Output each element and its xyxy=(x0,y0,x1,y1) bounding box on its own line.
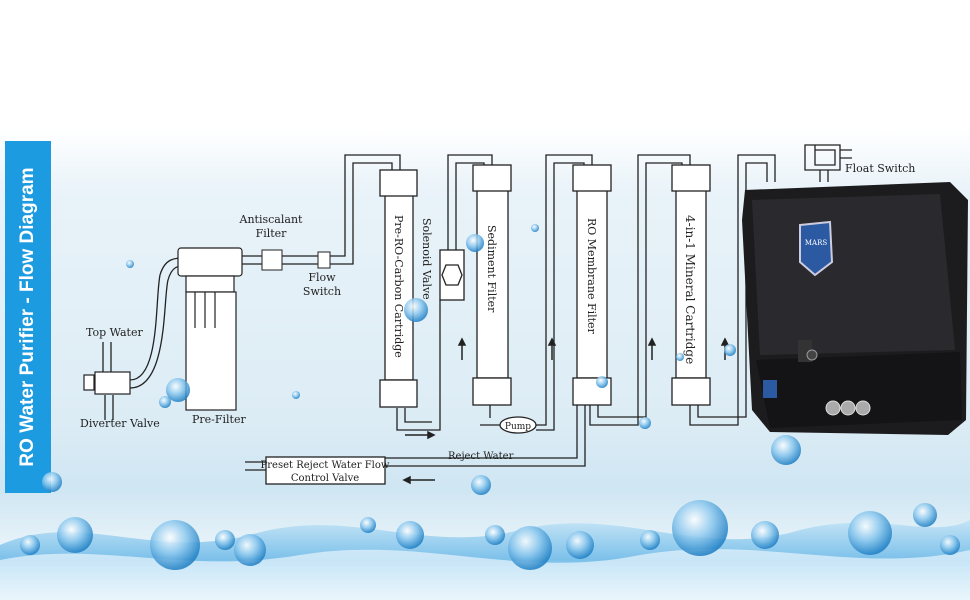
pump xyxy=(499,416,537,434)
label-ro-membrane: RO Membrane Filter xyxy=(585,218,598,335)
brand-logo: MARS xyxy=(805,239,827,247)
flow-switch xyxy=(317,251,331,269)
ro-purifier-tank: MARS xyxy=(742,182,968,435)
label-reject-water: Reject Water xyxy=(448,451,514,462)
label-top-water: Top Water xyxy=(86,326,143,339)
pre-filter-housing xyxy=(177,247,243,411)
control-buttons xyxy=(825,400,871,416)
cartridges xyxy=(265,164,711,485)
label-pump: Pump xyxy=(505,422,531,432)
label-antiscalant-1: Antiscalant xyxy=(239,213,303,226)
flow-arrows xyxy=(402,337,730,485)
label-antiscalant-2: Filter xyxy=(256,227,288,240)
label-reject-valve-1: Preset Reject Water Flow xyxy=(261,460,390,471)
label-sediment-filter: Sediment Filter xyxy=(485,225,498,313)
label-pre-filter: Pre-Filter xyxy=(192,413,246,426)
label-mineral: 4-in-1 Mineral Cartridge xyxy=(683,215,697,364)
title-banner: RO Water Purifier - Flow Diagram xyxy=(5,141,51,493)
diverter-valve xyxy=(83,371,131,395)
label-float-switch: Float Switch xyxy=(845,162,915,175)
water-bubbles xyxy=(20,224,960,570)
label-reject-valve-2: Control Valve xyxy=(291,473,359,484)
label-flow-switch-1: Flow xyxy=(308,271,336,284)
label-flow-switch-2: Switch xyxy=(303,285,341,298)
label-pre-ro-carbon: Pre-RO-Carbon Cartridge xyxy=(392,215,405,358)
label-diverter-valve: Diverter Valve xyxy=(80,417,160,430)
reject-valve-box xyxy=(265,456,386,485)
label-solenoid-valve: Solenoid Valve xyxy=(420,218,433,300)
antiscalant-filter xyxy=(261,249,283,271)
